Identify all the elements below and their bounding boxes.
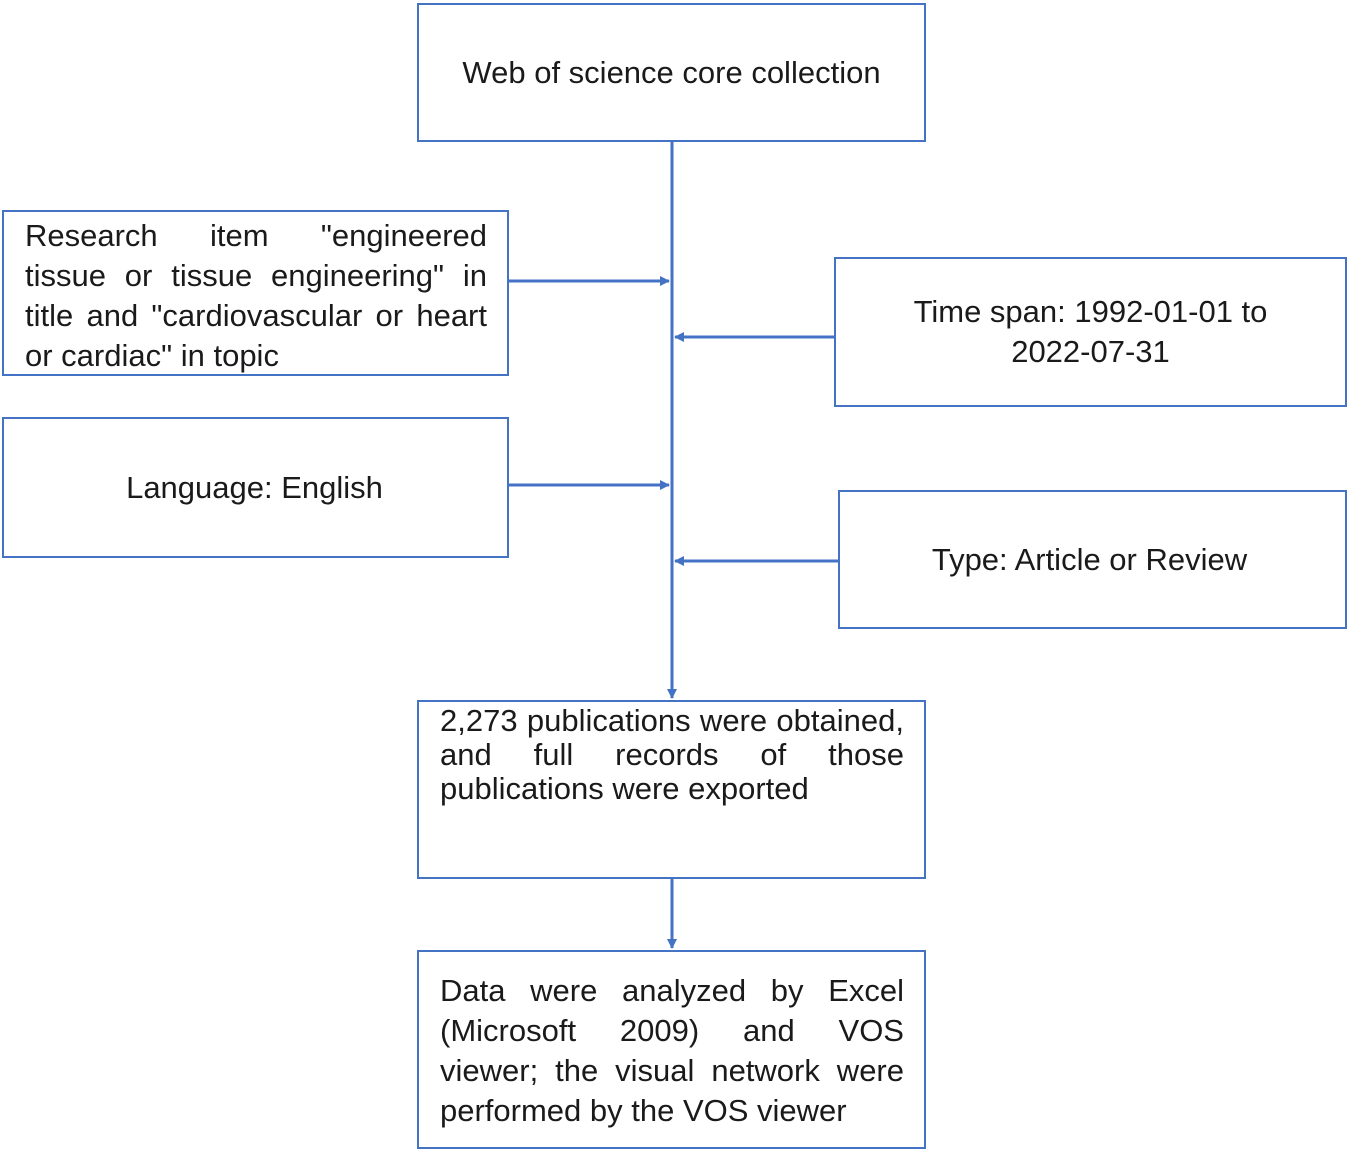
language-text: Language: English	[126, 469, 383, 505]
source-text: Web of science core collection	[462, 54, 881, 90]
document-type-text: Type: Article or Review	[931, 541, 1248, 577]
search-criteria-box: Research item "engineered tissue or tiss…	[2, 210, 509, 376]
search-criteria-text: Research item "engineered tissue or tiss…	[25, 218, 487, 373]
document-type-box: Type: Article or Review	[838, 490, 1347, 629]
analysis-box: Data were analyzed by Excel (Microsoft 2…	[417, 950, 926, 1149]
result-text: 2,273 publications were obtained, and fu…	[440, 703, 904, 806]
time-span-box: Time span: 1992-01-01 to 2022-07-31	[834, 257, 1347, 407]
time-span-text: Time span: 1992-01-01 to 2022-07-31	[913, 294, 1268, 369]
language-box: Language: English	[2, 417, 509, 558]
analysis-text: Data were analyzed by Excel (Microsoft 2…	[440, 973, 904, 1128]
result-box: 2,273 publications were obtained, and fu…	[417, 700, 926, 879]
source-box: Web of science core collection	[417, 3, 926, 142]
